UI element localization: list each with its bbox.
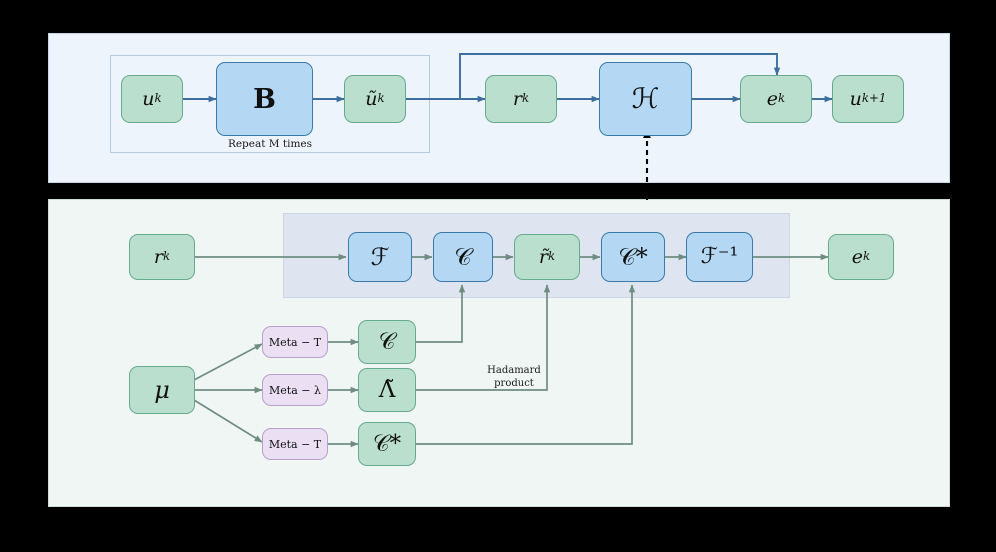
node-meta-t-2[interactable]: Meta − T [262, 428, 328, 460]
repeat-m-times-label: Repeat M times [227, 138, 313, 150]
node-r-tilde-k[interactable]: r̃k [514, 234, 580, 280]
node-c-star-operator[interactable]: 𝒞* [601, 232, 665, 282]
node-c-operator[interactable]: 𝒞 [433, 232, 493, 282]
node-mu[interactable]: μ [129, 366, 195, 414]
node-meta-output-lambda[interactable]: Λ̃ [358, 368, 416, 412]
node-meta-output-c-star[interactable]: 𝒞* [358, 422, 416, 466]
node-meta-lambda[interactable]: Meta − λ [262, 374, 328, 406]
node-meta-output-c[interactable]: 𝒞 [358, 320, 416, 364]
node-b-operator[interactable]: B [216, 62, 313, 136]
repeat-m-times-group [110, 55, 430, 153]
node-meta-t-1[interactable]: Meta − T [262, 326, 328, 358]
node-fourier-inverse[interactable]: ℱ⁻¹ [686, 232, 753, 282]
node-h-operator[interactable]: ℋ [599, 62, 692, 136]
node-fourier-forward[interactable]: ℱ [348, 232, 412, 282]
hadamard-product-annotation: Hadamard product [487, 365, 541, 389]
